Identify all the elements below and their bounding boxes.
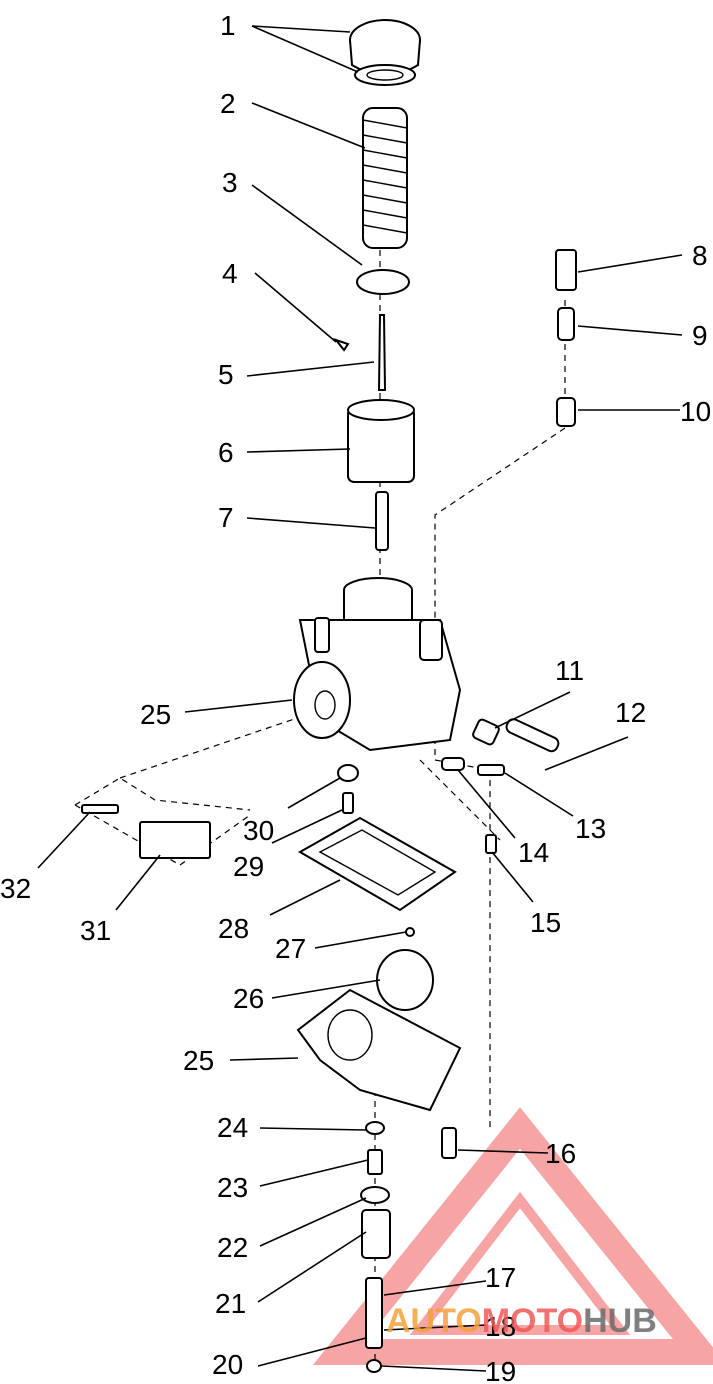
callout-7: 7 (218, 502, 234, 533)
callout-4: 4 (222, 258, 238, 289)
watermark-text-auto: AUTO (386, 1302, 482, 1340)
callout-20: 20 (212, 1349, 243, 1380)
callout-22: 22 (217, 1232, 248, 1263)
callout-18: 18 (485, 1311, 516, 1342)
callout-32: 32 (0, 873, 31, 904)
callout-10: 10 (680, 396, 711, 427)
callout-9: 9 (692, 320, 708, 351)
callout-31: 31 (80, 915, 111, 946)
callout-28: 28 (218, 913, 249, 944)
callout-24: 24 (217, 1112, 248, 1143)
callout-11: 11 (555, 655, 584, 686)
watermark-logo (312, 1107, 713, 1365)
callout-16: 16 (545, 1138, 576, 1169)
callout-23: 23 (217, 1172, 248, 1203)
callout-25-bowl: 25 (183, 1045, 214, 1076)
callout-14: 14 (518, 837, 549, 868)
carburetor-body (293, 577, 462, 752)
watermark-text: AUTOMOTOHUB (386, 1302, 657, 1340)
svg-text:AUTOMOTOHUB: AUTOMOTOHUB (386, 1302, 657, 1340)
callout-8: 8 (692, 240, 708, 271)
callout-2: 2 (220, 88, 236, 119)
callout-29: 29 (233, 851, 264, 882)
callout-15: 15 (530, 907, 561, 938)
watermark-text-hub: HUB (583, 1302, 657, 1340)
leader-lines (37, 25, 683, 1372)
callout-numbers: 1 2 3 4 5 6 7 8 9 10 11 12 13 14 15 16 1… (0, 10, 711, 1384)
callout-3: 3 (222, 167, 238, 198)
callout-25-body: 25 (140, 699, 171, 730)
spring (362, 107, 408, 249)
callout-12: 12 (615, 697, 646, 728)
callout-6: 6 (218, 437, 234, 468)
callout-17: 17 (485, 1262, 516, 1293)
watermark-text-moto: MOTO (482, 1302, 583, 1340)
parts (81, 19, 577, 1373)
callout-19: 19 (485, 1356, 516, 1384)
callout-21: 21 (215, 1288, 246, 1319)
callout-27: 27 (275, 933, 306, 964)
callout-1: 1 (220, 10, 236, 41)
callout-5: 5 (218, 359, 234, 390)
callout-26: 26 (233, 983, 264, 1014)
callout-13: 13 (575, 813, 606, 844)
callout-30: 30 (243, 815, 274, 846)
